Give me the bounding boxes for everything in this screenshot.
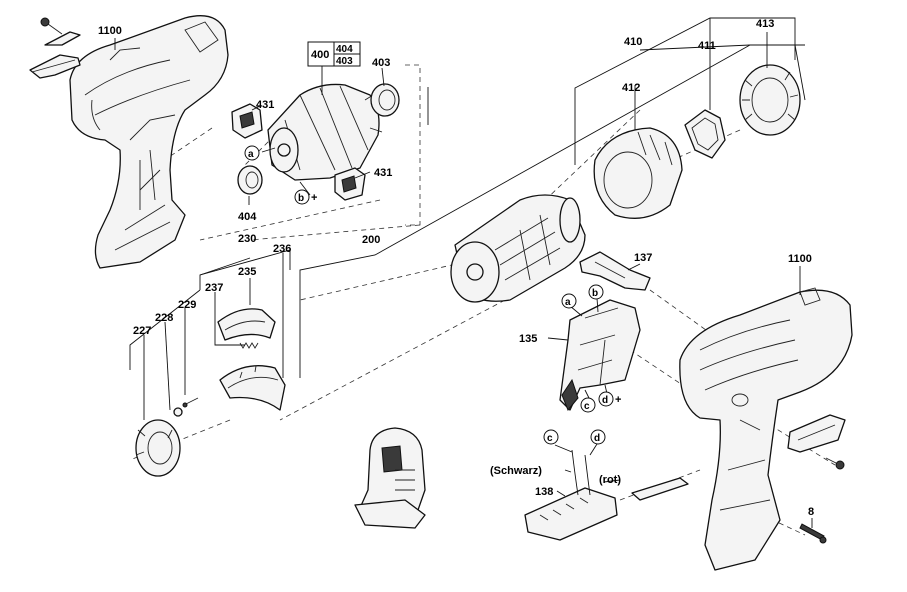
label-b-motor: b [298, 193, 304, 204]
label-1100-left: 1100 [98, 25, 122, 37]
label-403-box: 403 [336, 56, 353, 67]
label-235: 235 [238, 266, 256, 278]
label-d-switch: d [602, 395, 608, 406]
label-404-box: 404 [336, 44, 353, 55]
gearbox-assembly [450, 194, 586, 303]
label-229: 229 [178, 299, 196, 311]
label-403: 403 [372, 57, 390, 69]
label-400: 400 [311, 49, 329, 61]
label-b-switch: b [592, 288, 598, 299]
label-404: 404 [238, 211, 257, 223]
label-c-switch: c [584, 401, 590, 412]
shell-236 [219, 365, 286, 411]
label-228: 228 [155, 312, 173, 324]
label-8: 8 [808, 506, 814, 518]
label-c-wire: c [547, 433, 553, 444]
motor-assembly [267, 83, 386, 181]
label-d-wire: d [594, 433, 600, 444]
label-200: 200 [362, 234, 380, 246]
label-410: 410 [624, 36, 642, 48]
label-box-400 [307, 41, 361, 67]
label-plus-motor: + [311, 192, 317, 204]
label-411: 411 [698, 40, 716, 52]
part-labels: 1100 400 404 403 403 431 431 404 a b + 4… [98, 18, 814, 518]
label-431-top: 431 [256, 99, 274, 111]
label-230: 230 [238, 233, 256, 245]
label-413: 413 [756, 18, 774, 30]
brush-holder-431-bottom [334, 167, 366, 201]
brush-holder-431-top [231, 103, 263, 139]
label-135: 135 [519, 333, 537, 345]
adjusting-ring-413 [739, 64, 801, 136]
shell-235 [217, 308, 276, 341]
bearing-ring-404 [237, 165, 263, 195]
label-a-switch: a [565, 297, 571, 308]
spring-237 [239, 342, 259, 349]
label-137: 137 [634, 252, 652, 264]
letter-circles [244, 145, 614, 445]
label-412: 412 [622, 82, 640, 94]
screw-right-mid [825, 457, 845, 470]
label-227: 227 [133, 325, 151, 337]
insulation-strip [631, 477, 689, 501]
spring-clip-411 [684, 109, 726, 159]
ball-228 [173, 407, 183, 417]
belt-clip-part [29, 31, 81, 79]
label-plus-switch: + [615, 394, 621, 406]
label-a-motor: a [248, 149, 254, 160]
slider-137 [579, 251, 651, 291]
leader-lines [114, 32, 813, 528]
label-schwarz: (Schwarz) [490, 465, 542, 477]
bearing-ring-403 [370, 83, 400, 117]
label-236: 236 [273, 243, 291, 255]
group-brackets [129, 17, 806, 378]
belt-clip-right [787, 414, 846, 453]
label-rot: (rot) [599, 474, 621, 486]
switch-board-138 [524, 449, 618, 541]
label-431-bottom: 431 [374, 167, 392, 179]
gear-ring-412 [593, 127, 683, 219]
switch-135 [559, 299, 641, 411]
screw-8 [799, 523, 827, 544]
label-1100-right: 1100 [788, 253, 812, 265]
clutch-ring-227 [135, 419, 181, 477]
label-237: 237 [205, 282, 223, 294]
tool-standing-figure [354, 427, 426, 529]
label-138: 138 [535, 486, 553, 498]
screw-229 [182, 397, 199, 408]
screw-small-top-left [40, 17, 63, 35]
housing-half-left [69, 15, 229, 269]
